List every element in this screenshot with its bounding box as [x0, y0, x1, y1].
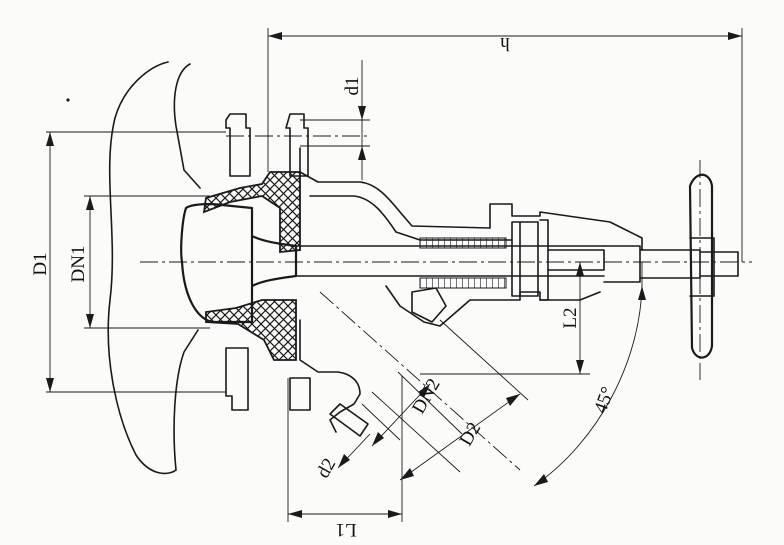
lower-flange-bolt-right: [289, 377, 311, 411]
gasket-upper: [202, 171, 301, 253]
vessel-wall-inner: [173, 63, 201, 189]
vessel-wall-inner-lower: [173, 329, 199, 471]
branch-centerline: [319, 291, 521, 471]
disc-neck: [251, 235, 298, 287]
dim-label-h: h: [500, 33, 510, 54]
branch-port: [411, 287, 447, 323]
stray-mark: [66, 98, 70, 102]
dim-label-angle: 45°: [590, 384, 619, 416]
upper-flange-bolt-left: [225, 113, 251, 177]
vessel-wall: [107, 61, 177, 475]
gasket-lower: [205, 299, 297, 361]
yoke: [547, 245, 641, 283]
dim-label-DN1: DN1: [68, 246, 89, 283]
lower-flange-bolt-left: [225, 347, 249, 411]
valve-body-upper-inner: [309, 195, 513, 241]
handwheel: [688, 173, 714, 359]
handwheel-hub: [689, 237, 715, 297]
dim-label-d1: d1: [342, 77, 363, 96]
gland: [511, 221, 539, 297]
upper-flange-bolt-right: [285, 113, 309, 177]
dim-label-DN2: DN2: [408, 375, 445, 418]
dim-label-D2: D2: [456, 419, 486, 450]
dim-label-L2: L2: [560, 307, 581, 328]
dim-label-D1: D1: [30, 252, 51, 275]
stem-thread-lower: [419, 277, 507, 289]
branch-flange-lower: [329, 403, 369, 437]
stem-thread: [419, 237, 507, 249]
gland-nut: [539, 219, 549, 301]
valve-body-upper: [299, 147, 643, 251]
stem-end: [639, 249, 739, 279]
valve-disc: [180, 202, 254, 324]
dim-label-L1: L1: [335, 519, 356, 540]
dim-label-d2: d2: [313, 455, 341, 482]
valve-body-lower-inner: [385, 285, 601, 327]
valve-body-lower: [299, 319, 361, 433]
